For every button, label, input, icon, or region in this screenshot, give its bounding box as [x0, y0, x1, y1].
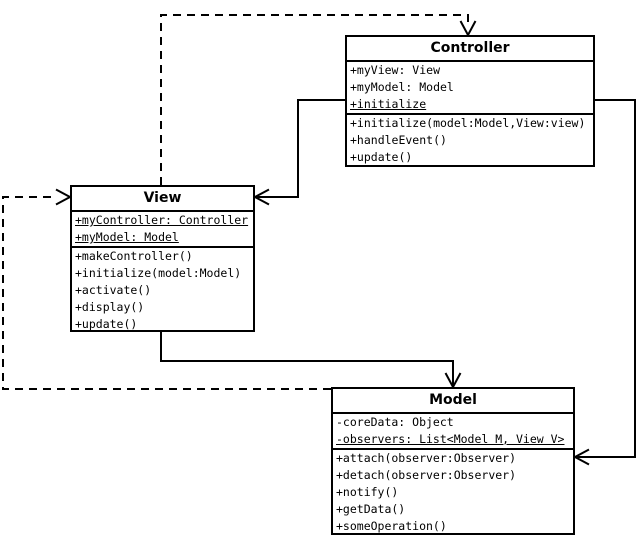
- arrowhead-into-controller-top-icon: [459, 20, 477, 38]
- method-line: +update(): [350, 150, 413, 164]
- attribute-line: +myController: Controller: [75, 213, 249, 227]
- class-box-controller: Controller +myView: View +myModel: Model…: [345, 35, 595, 167]
- association-controller-to-view-line: [256, 99, 345, 198]
- method-line: +initialize(model:Model): [75, 266, 242, 280]
- arrowhead-into-model-right-icon: [572, 448, 590, 466]
- method-line: +handleEvent(): [350, 133, 447, 147]
- attribute-line: +myModel: Model: [350, 80, 454, 94]
- method-line: +makeController(): [75, 249, 193, 263]
- method-line: +getData(): [336, 502, 406, 516]
- class-title: View: [72, 187, 253, 212]
- method-line: +display(): [75, 300, 145, 314]
- method-line: +notify(): [336, 485, 399, 499]
- attributes-section: +myController: Controller +myModel: Mode…: [72, 212, 253, 248]
- methods-section: +initialize(model:Model,View:view) +hand…: [347, 115, 593, 166]
- attribute-line: -coreData: Object: [336, 415, 454, 429]
- arrowhead-into-view-left-icon: [55, 188, 73, 206]
- class-title: Controller: [347, 37, 593, 62]
- methods-section: +makeController() +initialize(model:Mode…: [72, 248, 253, 333]
- methods-section: +attach(observer:Observer) +detach(obser…: [333, 450, 573, 535]
- method-line: +initialize(model:Model,View:view): [350, 116, 586, 130]
- method-line: +detach(observer:Observer): [336, 468, 517, 482]
- method-line: +activate(): [75, 283, 152, 297]
- class-title: Model: [333, 389, 573, 414]
- arrowhead-into-view-right-icon: [252, 188, 270, 206]
- association-view-to-model-line: [160, 332, 454, 386]
- attribute-line: +initialize: [350, 97, 427, 111]
- attribute-line: +myModel: Model: [75, 230, 179, 244]
- method-line: +someOperation(): [336, 519, 447, 533]
- arrowhead-into-model-top-icon: [444, 372, 462, 390]
- method-line: +update(): [75, 317, 138, 331]
- class-box-view: View +myController: Controller +myModel:…: [70, 185, 255, 332]
- attribute-line: -observers: List<Model M, View V>: [336, 432, 565, 446]
- attribute-line: +myView: View: [350, 63, 441, 77]
- method-line: +attach(observer:Observer): [336, 451, 517, 465]
- attributes-section: +myView: View +myModel: Model +initializ…: [347, 62, 593, 115]
- class-box-model: Model -coreData: Object -observers: List…: [331, 387, 575, 535]
- attributes-section: -coreData: Object -observers: List<Model…: [333, 414, 573, 450]
